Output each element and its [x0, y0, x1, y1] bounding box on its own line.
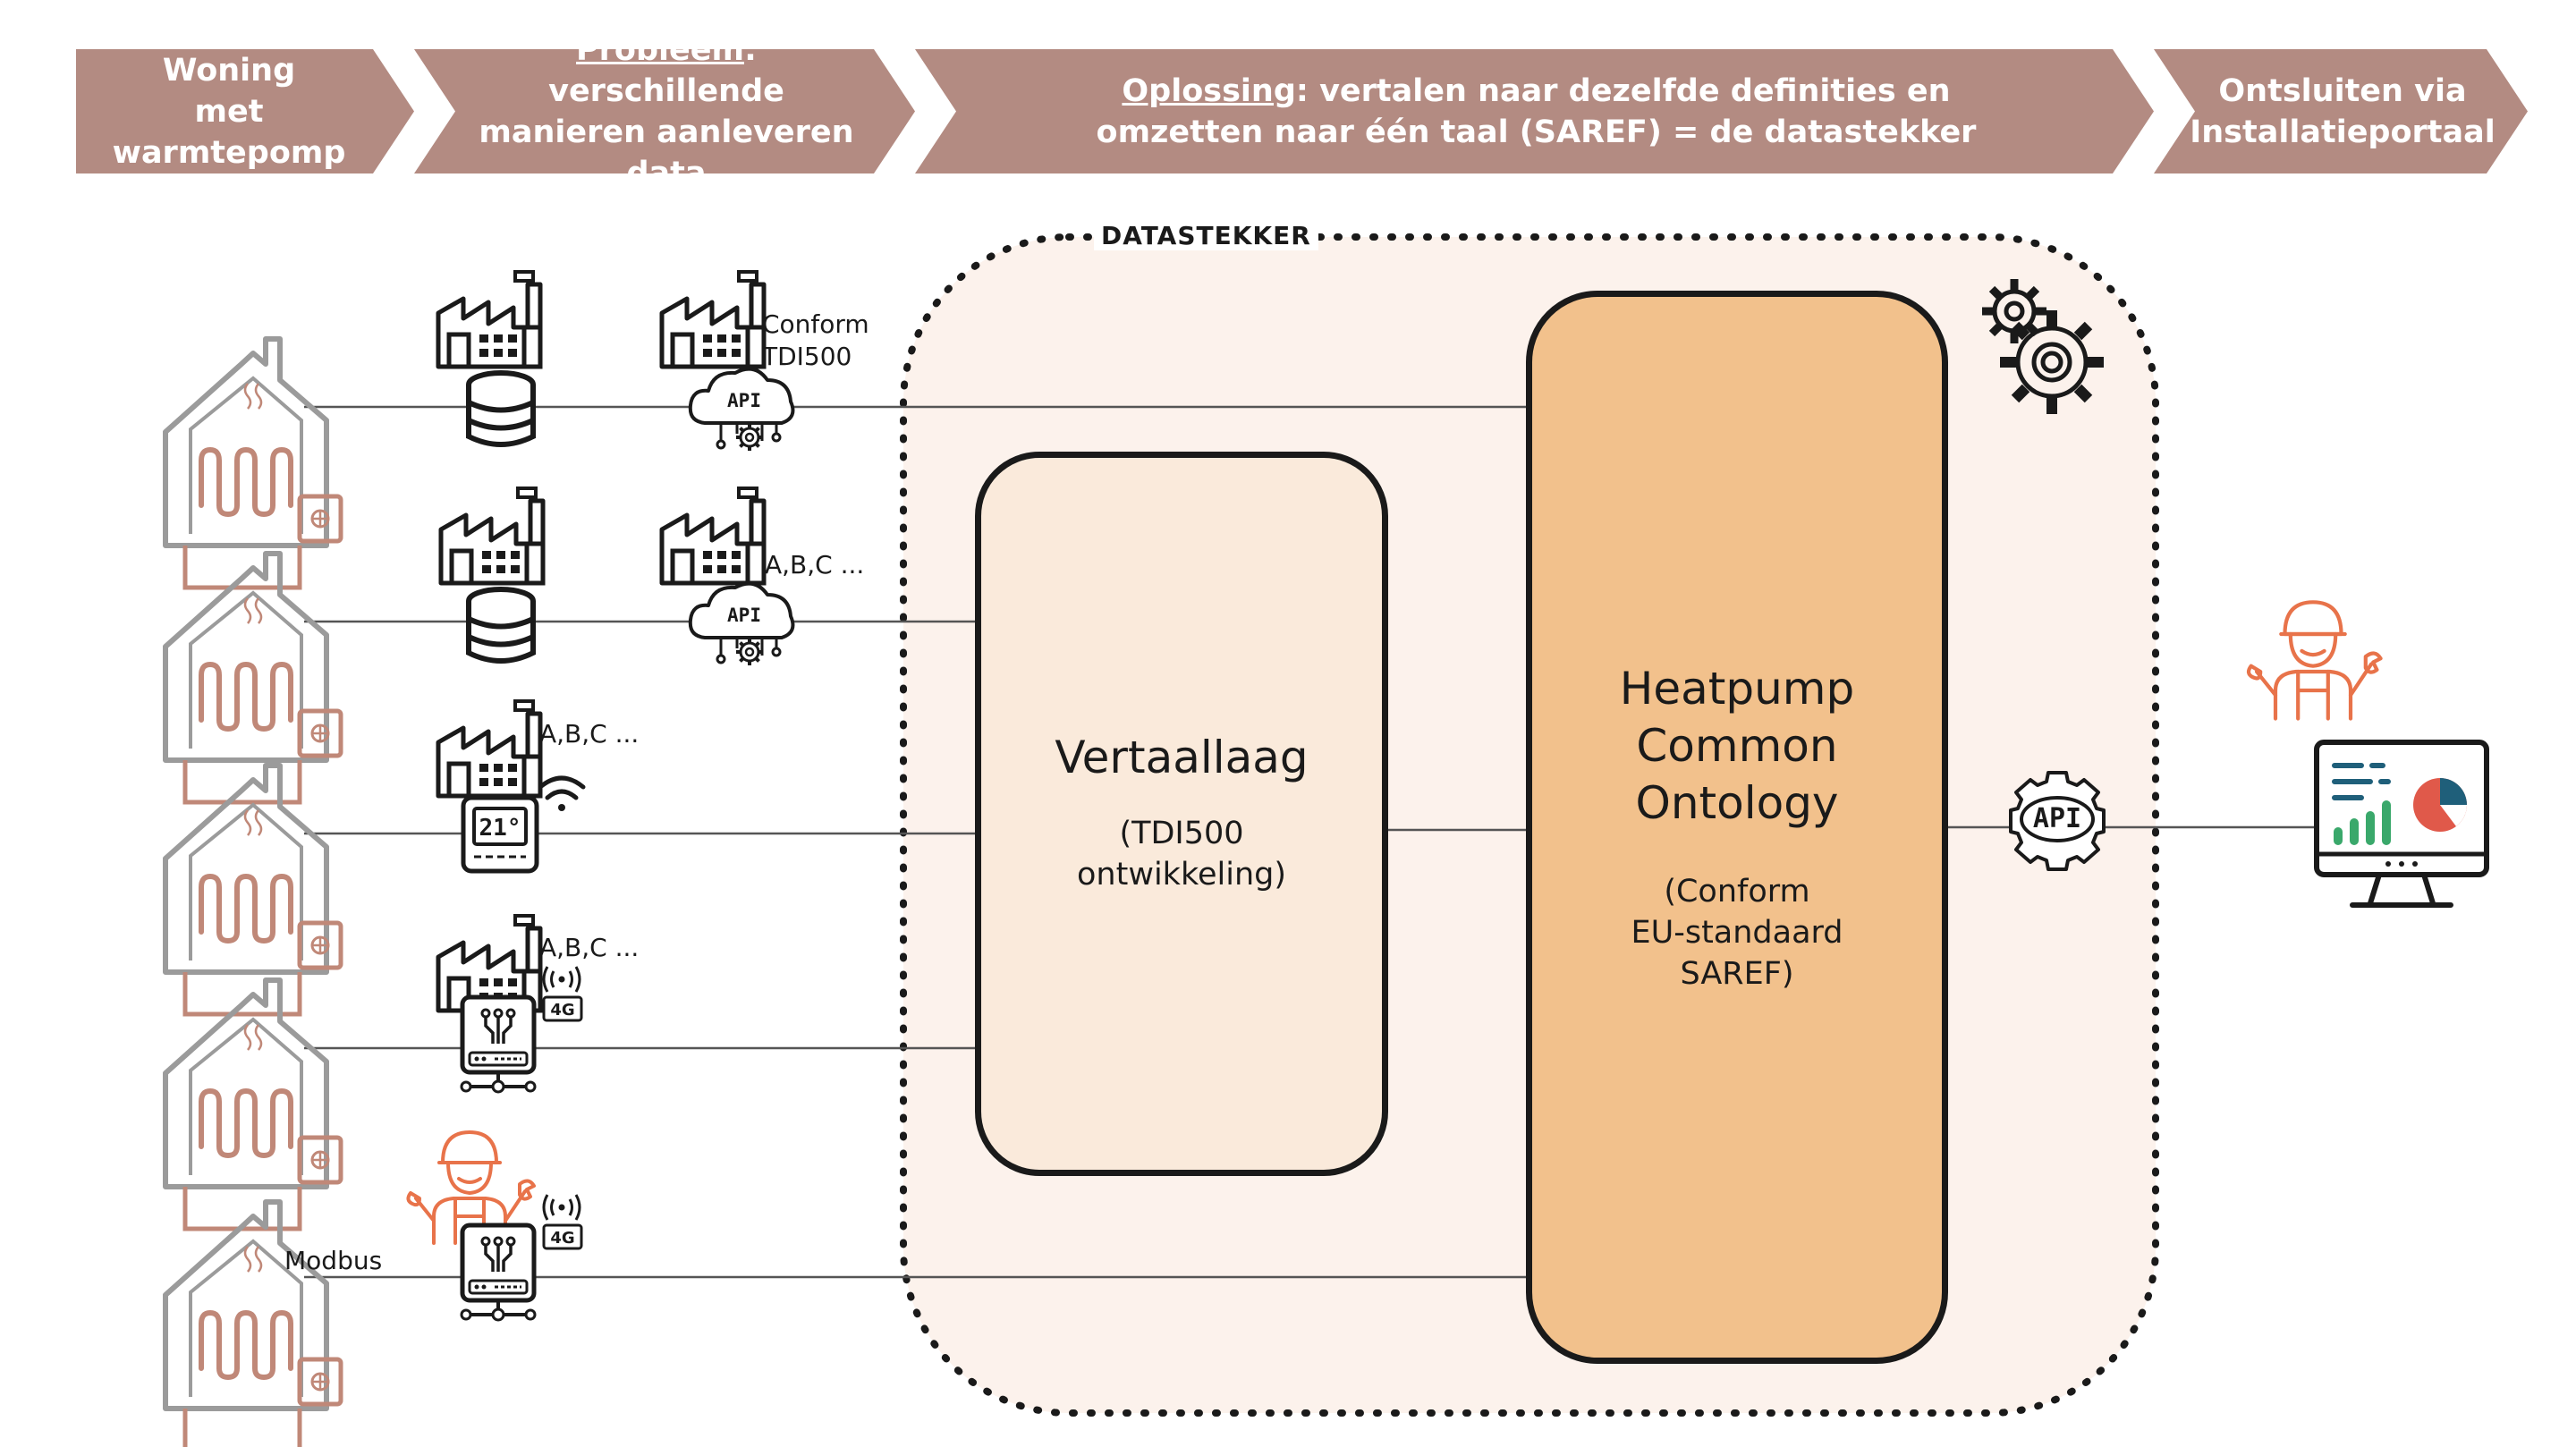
ontology-text: Heatpump Common Ontology (Conform EU-sta…: [1526, 660, 1948, 994]
factory-icon: [441, 488, 543, 583]
ontology-sub3: SAREF): [1680, 956, 1794, 992]
house-heatpump-icon: [165, 980, 341, 1229]
api-cloud-label: API: [727, 605, 761, 626]
house-heatpump-icon: [165, 1202, 341, 1447]
signal-icon: [542, 1193, 581, 1222]
step-woning-line3: warmtepomp: [112, 134, 346, 171]
installer-mechanic-icon: [2249, 602, 2381, 718]
modbus-label: Modbus: [284, 1246, 383, 1275]
database-icon: [469, 373, 533, 444]
signal-icon: [542, 965, 581, 994]
step-woning-line2: met: [194, 93, 264, 130]
row3-note: A,B,C ...: [539, 719, 640, 749]
gears-icon: [1982, 279, 2104, 414]
network-4g-label: 4G: [550, 1229, 574, 1248]
api-cloud-label: API: [727, 390, 761, 411]
vertaallaag-sub1: (TDI500: [1119, 816, 1244, 851]
monitor-dashboard-icon: [2314, 740, 2489, 908]
probleem-line2: manieren aanleveren data: [479, 114, 854, 191]
thermostat-display: 21°: [479, 815, 521, 842]
database-icon: [469, 589, 533, 661]
step-woning-line1: Woning: [162, 52, 296, 89]
row1-note-line1: Conform: [762, 309, 869, 339]
network-4g-label: 4G: [550, 1001, 574, 1020]
ontology-title-line2: Common: [1636, 720, 1838, 772]
wifi-icon: [538, 775, 586, 811]
gateway-device-icon: [462, 1225, 535, 1320]
factory-icon: [438, 701, 540, 796]
ontology-sub1: (Conform: [1664, 874, 1810, 910]
vertaallaag-box: [975, 452, 1388, 1176]
vertaallaag-text: Vertaallaag (TDI500 ontwikkeling): [975, 729, 1388, 895]
row1-note-line2: TDI500: [762, 342, 852, 371]
header-step-probleem: Probleem: verschillende manieren aanleve…: [414, 49, 915, 173]
oplossing-rest: : vertalen naar dezelfde definities en: [1295, 72, 1951, 109]
vertaallaag-title: Vertaallaag: [1055, 732, 1309, 783]
api-gear-label: API: [2033, 803, 2081, 834]
ontology-box: [1526, 291, 1948, 1364]
network-4g-badge: 4G: [542, 995, 583, 1022]
house-heatpump-icon: [165, 339, 341, 588]
ontology-title-line3: Ontology: [1635, 777, 1839, 829]
header-step-woning: Woning met warmtepomp: [76, 49, 414, 173]
network-4g-badge: 4G: [542, 1223, 583, 1250]
row2-note: A,B,C ...: [765, 550, 865, 580]
factory-icon: [662, 272, 764, 367]
gateway-device-icon: [462, 997, 535, 1092]
header-step-ontsluiten: Ontsluiten via Installatieportaal: [2154, 49, 2528, 173]
ontology-sub2: EU-standaard: [1631, 915, 1843, 951]
oplossing-line2: omzetten naar één taal (SAREF) = de data…: [1096, 114, 1977, 150]
house-heatpump-icon: [165, 554, 341, 802]
ontsluiten-line1: Ontsluiten via: [2218, 72, 2467, 109]
datastekker-label: DATASTEKKER: [1094, 221, 1318, 250]
row4-note: A,B,C ...: [539, 933, 640, 962]
factory-icon: [438, 272, 540, 367]
vertaallaag-sub2: ontwikkeling): [1077, 857, 1286, 893]
probleem-rest: : verschillende: [548, 31, 784, 109]
thermostat-icon: 21°: [461, 795, 539, 874]
ontology-title-line1: Heatpump: [1619, 663, 1855, 715]
ontsluiten-line2: Installatieportaal: [2190, 114, 2496, 150]
factory-icon: [662, 488, 764, 583]
oplossing-keyword: Oplossing: [1122, 72, 1296, 109]
header-step-oplossing: Oplossing: vertalen naar dezelfde defini…: [915, 49, 2154, 173]
